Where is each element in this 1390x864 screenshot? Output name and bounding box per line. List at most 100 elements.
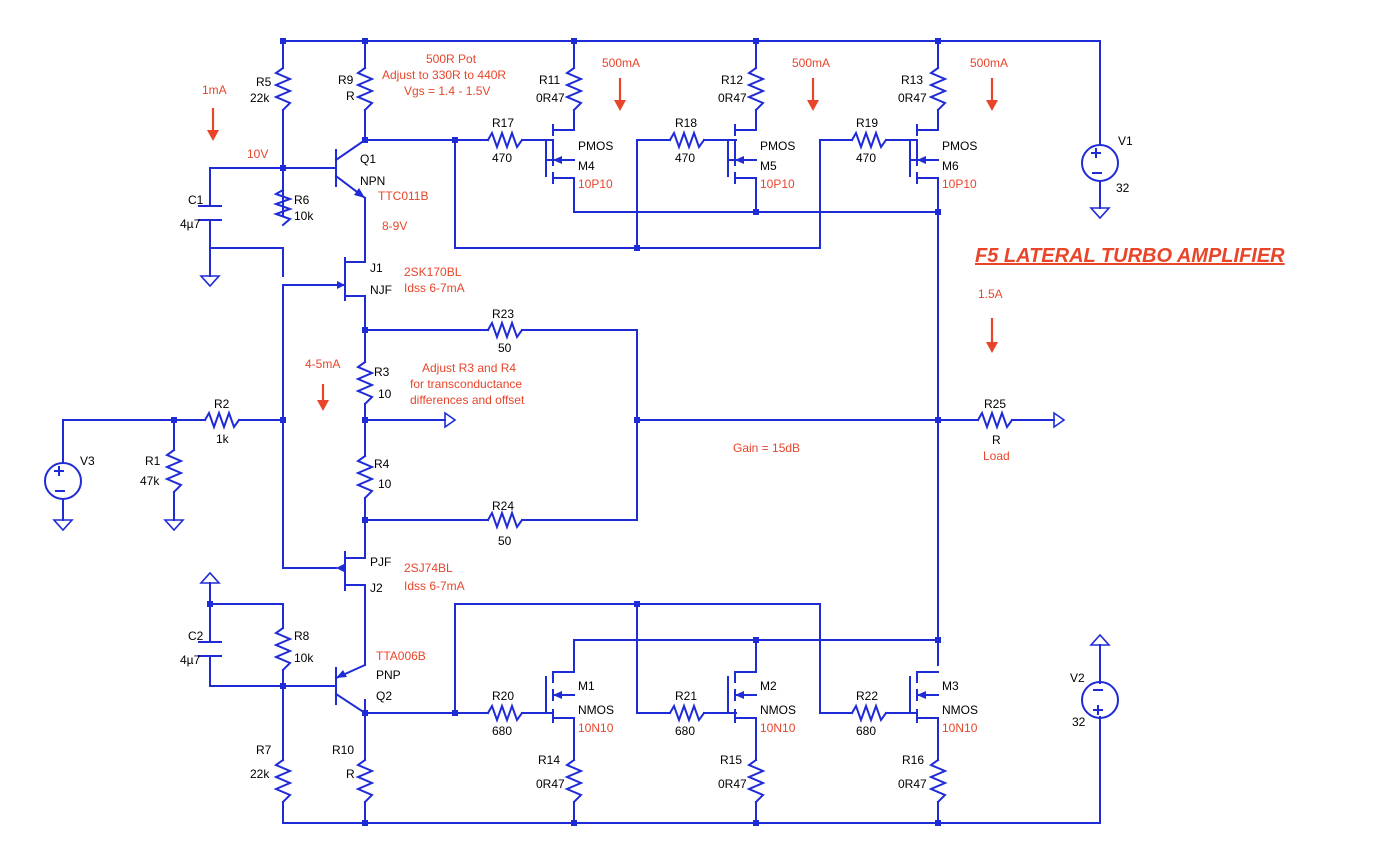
m3-type: NMOS (942, 703, 978, 717)
voltage-source-symbols (44, 144, 1119, 719)
note-1-5a: 1.5A (978, 287, 1003, 301)
m1-ref: M1 (578, 679, 595, 693)
r8-ref: R8 (294, 629, 310, 643)
schematic-title: F5 LATERAL TURBO AMPLIFIER (975, 245, 1285, 267)
q1-ref: Q1 (360, 152, 376, 166)
q1-type: NPN (360, 174, 385, 188)
r21-ref: R21 (675, 689, 697, 703)
v1-value: 32 (1116, 181, 1130, 195)
q2-ref: Q2 (376, 689, 392, 703)
r21-value: 680 (675, 724, 695, 738)
v2-value: 32 (1072, 715, 1086, 729)
q2-type: PNP (376, 668, 401, 682)
note-500ma-2: 500mA (792, 56, 830, 70)
m6-part: 10P10 (942, 177, 977, 191)
r5-value: 22k (250, 91, 270, 105)
note-500ma-1: 500mA (602, 56, 640, 70)
r25-value: R (992, 433, 1001, 447)
r19-value: 470 (856, 151, 876, 165)
r24-ref: R24 (492, 499, 514, 513)
r10-ref: R10 (332, 743, 354, 757)
v2-ref: V2 (1070, 671, 1085, 685)
m5-ref: M5 (760, 159, 777, 173)
note-10v: 10V (247, 147, 268, 161)
r19-ref: R19 (856, 116, 878, 130)
r2-ref: R2 (214, 397, 230, 411)
mosfet-symbols (545, 124, 939, 723)
r25-ref: R25 (984, 397, 1006, 411)
m3-part: 10N10 (942, 721, 978, 735)
r15-value: 0R47 (718, 777, 747, 791)
r9-ref: R9 (338, 73, 354, 87)
m6-ref: M6 (942, 159, 959, 173)
r6-ref: R6 (294, 193, 310, 207)
r22-value: 680 (856, 724, 876, 738)
ground-symbols (52, 207, 1111, 646)
r13-value: 0R47 (898, 91, 927, 105)
m2-type: NMOS (760, 703, 796, 717)
j1-idss: Idss 6-7mA (404, 281, 465, 295)
r11-value: 0R47 (536, 91, 565, 105)
q1-part: TTC011B (378, 189, 428, 203)
m2-part: 10N10 (760, 721, 796, 735)
jfet-symbols (335, 257, 366, 591)
r20-ref: R20 (492, 689, 514, 703)
c2-value: 4µ7 (180, 653, 201, 667)
junction-dots (171, 38, 941, 826)
m1-part: 10N10 (578, 721, 614, 735)
bjt-symbols (334, 138, 367, 715)
m4-ref: M4 (578, 159, 595, 173)
r4-ref: R4 (374, 457, 390, 471)
c2-ref: C2 (188, 629, 204, 643)
r16-ref: R16 (902, 753, 924, 767)
j2-ref: J2 (370, 581, 383, 595)
note-pot-1: 500R Pot (426, 52, 477, 66)
note-8-9v: 8-9V (382, 219, 407, 233)
c1-value: 4µ7 (180, 217, 201, 231)
note-adjust-3: differences and offset (410, 393, 525, 407)
r1-ref: R1 (145, 454, 161, 468)
r17-ref: R17 (492, 116, 514, 130)
r20-value: 680 (492, 724, 512, 738)
m5-type: PMOS (760, 139, 795, 153)
note-pot-2: Adjust to 330R to 440R (382, 68, 506, 82)
r2-value: 1k (216, 432, 230, 446)
j1-type: NJF (370, 283, 392, 297)
r18-ref: R18 (675, 116, 697, 130)
r24-value: 50 (498, 534, 512, 548)
m4-type: PMOS (578, 139, 613, 153)
r4-value: 10 (378, 477, 392, 491)
r1-value: 47k (140, 474, 160, 488)
r23-value: 50 (498, 341, 512, 355)
m6-type: PMOS (942, 139, 977, 153)
j1-part: 2SK170BL (404, 265, 462, 279)
m5-part: 10P10 (760, 177, 795, 191)
r6-value: 10k (294, 209, 314, 223)
note-adjust-1: Adjust R3 and R4 (422, 361, 516, 375)
r7-value: 22k (250, 767, 270, 781)
j2-type: PJF (370, 555, 391, 569)
v3-ref: V3 (80, 454, 95, 468)
r13-ref: R13 (901, 73, 923, 87)
q2-part: TTA006B (376, 649, 426, 663)
j2-idss: Idss 6-7mA (404, 579, 465, 593)
r18-value: 470 (675, 151, 695, 165)
m3-ref: M3 (942, 679, 959, 693)
j1-ref: J1 (370, 261, 383, 275)
m4-part: 10P10 (578, 177, 613, 191)
capacitor-symbols (198, 205, 222, 657)
r9-value: R (346, 89, 355, 103)
j2-part: 2SJ74BL (404, 561, 453, 575)
r16-value: 0R47 (898, 777, 927, 791)
note-pot-3: Vgs = 1.4 - 1.5V (404, 84, 490, 98)
note-1ma: 1mA (202, 83, 227, 97)
m1-type: NMOS (578, 703, 614, 717)
v1-ref: V1 (1118, 134, 1133, 148)
annotations: 500R Pot Adjust to 330R to 440R Vgs = 1.… (202, 52, 1010, 663)
r3-ref: R3 (374, 365, 390, 379)
r10-value: R (346, 767, 355, 781)
note-500ma-3: 500mA (970, 56, 1008, 70)
r5-ref: R5 (256, 75, 272, 89)
resistor-symbols (164, 66, 1014, 804)
note-adjust-2: for transconductance (410, 377, 522, 391)
